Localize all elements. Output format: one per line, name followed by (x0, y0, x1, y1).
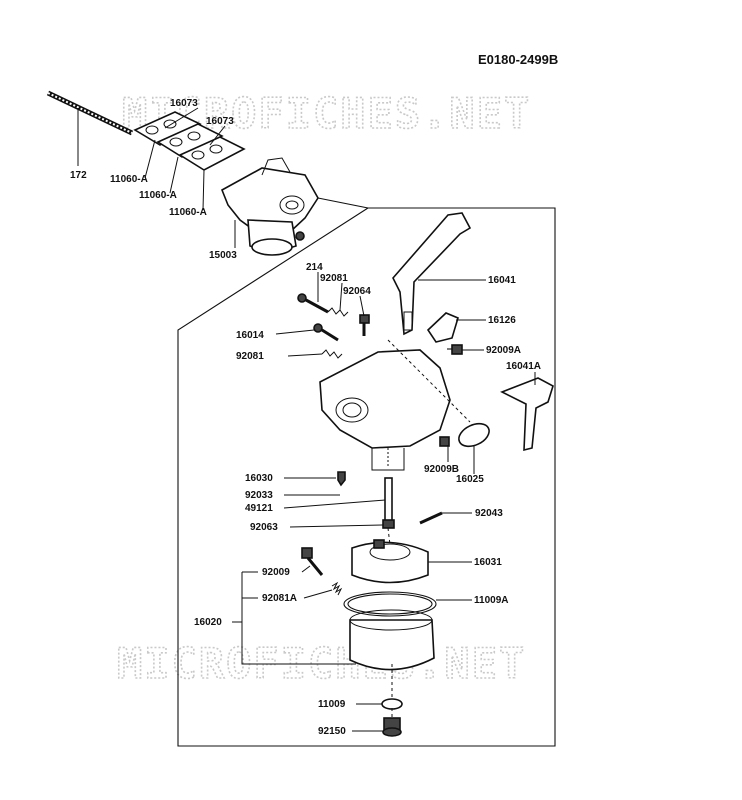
reference-code: E0180-2499B (478, 52, 558, 67)
screw-92009a-part (447, 344, 463, 355)
label-16073-b: 16073 (206, 116, 234, 127)
gasket-part (133, 111, 246, 171)
stud-172-part (46, 90, 134, 136)
label-16014: 16014 (236, 330, 264, 341)
screw-92064-part (359, 314, 370, 336)
label-92033: 92033 (245, 490, 273, 501)
pin-92043-part (419, 511, 443, 525)
screw-92009b-part (439, 436, 450, 447)
carburetor-assembly-15003-part (220, 157, 319, 256)
label-172: 172 (70, 170, 87, 181)
label-15003: 15003 (209, 250, 237, 261)
bolt-92150-part (382, 717, 402, 737)
label-92150: 92150 (318, 726, 346, 737)
label-16041: 16041 (488, 275, 516, 286)
screw-92009-part (301, 547, 324, 576)
leader-lines (77, 107, 536, 732)
label-16126: 16126 (488, 315, 516, 326)
label-16073-a: 16073 (170, 98, 198, 109)
upper-assembly (46, 90, 319, 256)
part-labels: 16073 16073 172 11060-A 11060-A 11060-A … (70, 98, 541, 737)
label-92064: 92064 (343, 286, 371, 297)
jet-16030-part (337, 471, 346, 487)
screw-16014-part (313, 323, 339, 342)
label-92009b: 92009B (424, 464, 459, 475)
label-16031: 16031 (474, 557, 502, 568)
float-16031-part (351, 539, 429, 584)
label-214: 214 (306, 262, 323, 273)
spring-92081-mid-part (321, 349, 343, 359)
label-92081-top: 92081 (320, 273, 348, 284)
label-11009a: 11009A (474, 595, 508, 606)
label-92009a: 92009A (486, 345, 521, 356)
label-11060a-2: 11060-A (139, 190, 177, 201)
o-ring-11009a-part (343, 591, 437, 617)
label-16041a: 16041A (506, 361, 541, 372)
label-16020: 16020 (194, 617, 222, 628)
label-11009: 11009 (318, 699, 346, 710)
label-11060a-1: 11060-A (110, 174, 148, 185)
label-92063: 92063 (250, 522, 278, 533)
label-92081-mid: 92081 (236, 351, 264, 362)
spring-92081-top-part (327, 307, 349, 317)
nozzle-49121-part (382, 477, 395, 529)
choke-lever-16041a-part (500, 377, 554, 452)
throttle-plate-16126-part (426, 312, 459, 343)
carburetor-body-part (319, 349, 451, 471)
washer-11009-part (381, 698, 403, 710)
label-16030: 16030 (245, 473, 273, 484)
choke-plate-16025-part (458, 422, 490, 448)
label-92043: 92043 (475, 508, 503, 519)
float-bowl-part (349, 609, 435, 671)
label-16025: 16025 (456, 474, 484, 485)
screw-214-part (297, 293, 329, 314)
label-92081a: 92081A (262, 593, 297, 604)
label-92009: 92009 (262, 567, 290, 578)
label-49121: 49121 (245, 503, 273, 514)
throttle-lever-16041-part (392, 212, 472, 336)
label-11060a-3: 11060-A (169, 207, 207, 218)
spring-92081a-part (331, 581, 343, 596)
detail-frame (177, 197, 556, 747)
